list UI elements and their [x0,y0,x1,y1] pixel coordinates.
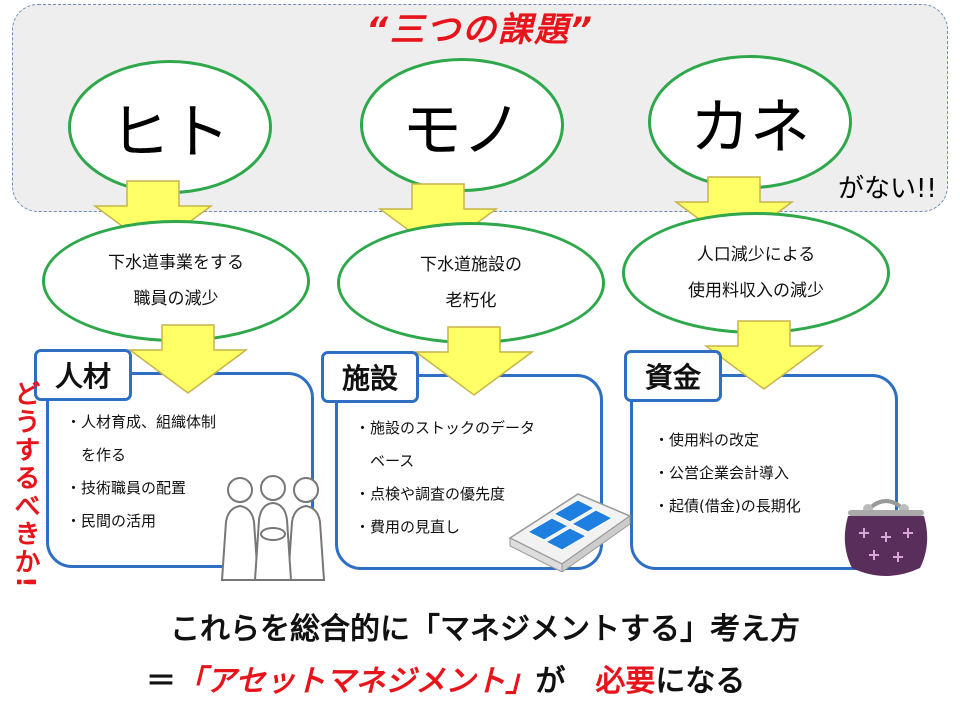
diagram-title: “三つの課題” [366,10,594,50]
conclusion-line-1: これらを総合的に「マネジメントする」考え方 [170,612,800,647]
problem-ellipse-staff: 下水道事業をする 職員の減少 [42,220,310,342]
problem-ellipse-funds: 人口減少による 使用料収入の減少 [622,212,890,334]
down-arrow-icon [128,324,248,394]
list-item: ・人材育成、組織体制 [66,413,217,431]
problem-ellipse-facility: 下水道施設の 老朽化 [337,222,605,344]
list-item: ベース [355,452,415,470]
tag-facilities: 施設 [321,351,419,403]
problem-line: 人口減少による [696,245,816,265]
list-item: ・公営企業会計導入 [654,464,790,482]
asset-management-highlight: 「アセットマネジメント」 [176,664,536,699]
coin-purse-icon [844,499,928,576]
list-item: ・費用の見直し [355,518,461,536]
list-item: ・施設のストックのデータ [355,419,536,437]
list-item: を作る [66,446,127,464]
ellipse-mono: モノ [360,58,564,192]
conclusion-line-2: ＝「アセットマネジメント」が 必要になる [146,656,745,700]
necessity-highlight: 必要 [595,664,656,699]
ganai-label: がない!! [838,174,937,204]
people-group-icon [220,475,326,581]
problem-line: 使用料収入の減少 [688,281,824,301]
problem-line: 下水道事業をする [108,253,244,273]
down-arrow-icon [414,326,534,396]
tag-funds: 資金 [624,350,722,402]
ellipse-hito: ヒト [68,60,272,194]
problem-line: 老朽化 [445,291,497,311]
list-item: ・使用料の改定 [654,431,760,449]
equals-sign: ＝ [146,664,176,699]
list-item: ・技術職員の配置 [66,479,187,497]
list-item: ・起債(借金)の長期化 [654,497,801,515]
ellipse-kane: カネ [648,55,852,189]
question-vertical-text: どうするべきか! [10,380,40,590]
card-item-list: ・人材育成、組織体制 を作る ・技術職員の配置 ・民間の活用 [66,406,216,538]
conclusion-particle: が [535,664,596,699]
treatment-facility-icon [508,493,632,572]
list-item: ・民間の活用 [66,512,157,530]
card-item-list: ・使用料の改定 ・公営企業会計導入 ・起債(借金)の長期化 [654,424,801,523]
card-item-list: ・施設のストックのデータ ベース ・点検や調査の優先度 ・費用の見直し [355,412,535,544]
conclusion-suffix: になる [655,664,746,699]
down-arrow-icon [704,320,824,390]
problem-line: 職員の減少 [133,289,219,309]
tag-human-resources: 人材 [34,349,132,401]
problem-line: 下水道施設の [420,255,522,275]
list-item: ・点検や調査の優先度 [355,485,506,503]
